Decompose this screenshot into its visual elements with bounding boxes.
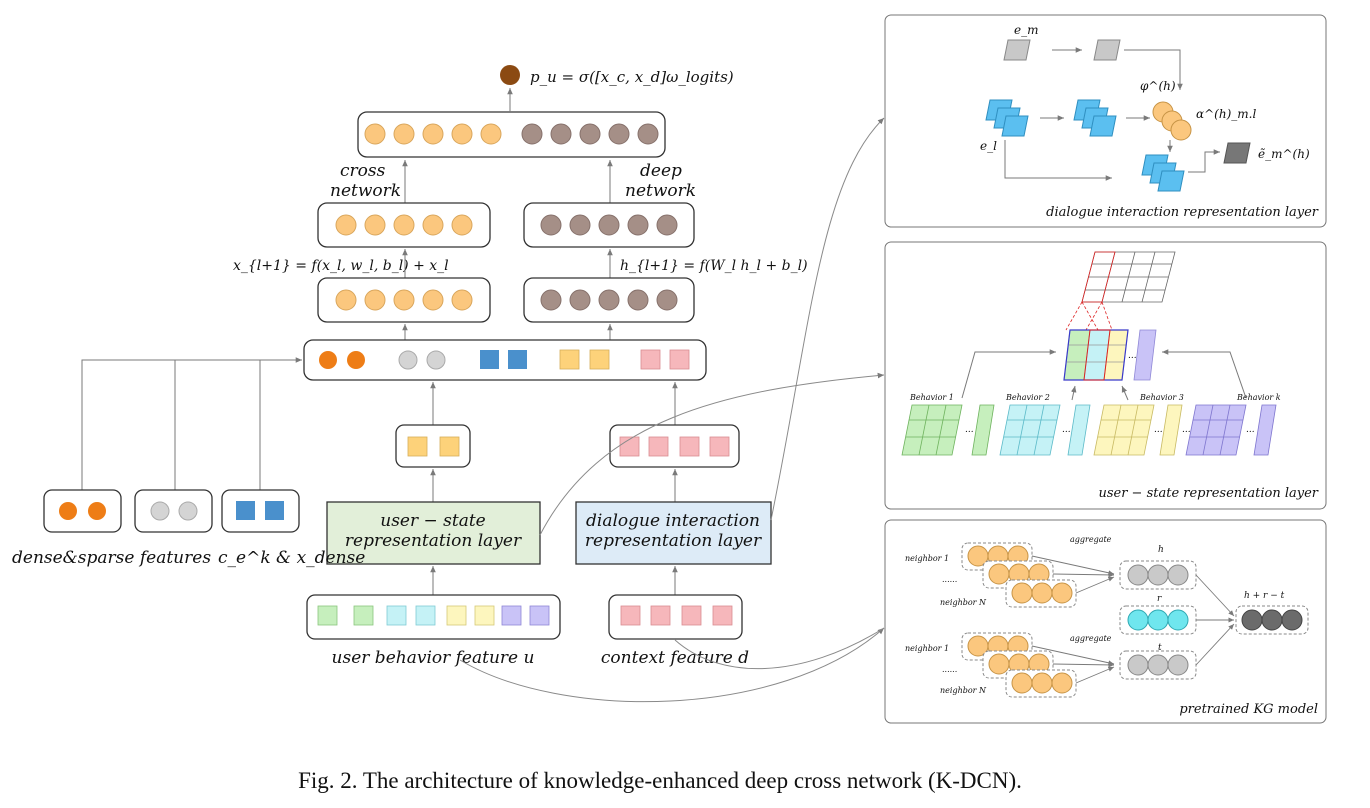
user-state-embedding xyxy=(395,424,471,468)
deep-layer-1-nodes xyxy=(540,289,678,311)
output-node xyxy=(500,65,520,85)
embedding-layer-items xyxy=(319,349,690,370)
kg-hrt: h + r − t xyxy=(1244,591,1285,601)
dense-sparse-label: dense&sparse features xyxy=(12,548,211,568)
behavior-2-label: Behavior 2 xyxy=(1005,393,1050,402)
ce-feature-box xyxy=(221,489,300,533)
context-feature-label: context feature d xyxy=(601,648,749,668)
panel-connectors xyxy=(459,117,885,703)
panel-dialogue-em: e_m xyxy=(1014,23,1038,37)
kg-neighbors-top xyxy=(961,542,1077,608)
panel-kg-caption: pretrained KG model xyxy=(1179,702,1318,717)
svg-text:...: ... xyxy=(1246,425,1255,435)
svg-text:...: ... xyxy=(1062,425,1071,435)
behavior-gap-dots: ... xyxy=(1182,425,1191,435)
output-formula: p_u = σ([x_c, x_d]ω_logits) xyxy=(530,68,734,86)
kg-h: h xyxy=(1158,545,1164,555)
dense-feature-box xyxy=(43,489,122,533)
deep-formula: h_{l+1} = f(W_l h_l + b_l) xyxy=(620,258,808,274)
cross-layer-1-nodes xyxy=(335,289,473,311)
feature-feed-lines xyxy=(81,357,302,490)
panel-dialogue-mid-stack xyxy=(1073,99,1117,137)
panel-user-state-caption: user − state representation layer xyxy=(1098,486,1318,501)
user-state-label-1: user − state xyxy=(380,511,486,531)
cross-layer-2-nodes xyxy=(335,214,473,236)
kg-neighbor1-bottom: neighbor 1 xyxy=(905,644,949,653)
behavior-k-grid: ... xyxy=(1185,404,1277,456)
cross-network-label-1: cross xyxy=(340,161,386,181)
dialogue-interaction-representation-layer xyxy=(575,501,772,565)
kg-neighborN-top: neighbor N xyxy=(940,598,987,607)
kg-dots-top: ...... xyxy=(942,575,957,584)
cross-formula: x_{l+1} = f(x_l, w_l, b_l) + x_l xyxy=(233,258,449,274)
behavior-3-label: Behavior 3 xyxy=(1139,393,1184,402)
panel-dialogue-alpha: α^(h)_m.l xyxy=(1196,107,1256,121)
deep-network-label-1: deep xyxy=(640,161,682,181)
user-state-representation-layer xyxy=(326,501,541,565)
panel-user-state-mid-grid: ... xyxy=(1063,329,1157,381)
dialogue-label-2: representation layer xyxy=(585,531,762,551)
panel-dialogue-em-tilde: ẽ_m^(h) xyxy=(1258,147,1310,161)
user-state-label-2: representation layer xyxy=(345,531,522,551)
deep-layer-2-nodes xyxy=(540,214,678,236)
ce-label: c_e^k & x_dense xyxy=(218,548,365,568)
context-feature-box xyxy=(608,594,743,640)
panel-dialogue-phi: φ^(h) xyxy=(1140,79,1176,93)
kg-aggregate-top: aggregate xyxy=(1070,535,1112,544)
svg-text:...: ... xyxy=(1154,425,1163,435)
context-squares xyxy=(620,605,733,626)
behavior-3-grid: ... xyxy=(1093,404,1183,456)
kg-aggregate-bottom: aggregate xyxy=(1070,634,1112,643)
dialogue-label-1: dialogue interaction xyxy=(586,511,760,531)
figure-caption: Fig. 2. The architecture of knowledge-en… xyxy=(298,768,1022,793)
svg-text:...: ... xyxy=(1128,351,1137,361)
dialogue-embedding xyxy=(609,424,740,468)
kg-neighbor1-top: neighbor 1 xyxy=(905,554,949,563)
behavior-k-label: Behavior k xyxy=(1236,393,1281,402)
panel-dialogue-el: e_l xyxy=(980,139,997,153)
kg-dots-bottom: ...... xyxy=(942,665,957,674)
combined-output-layer xyxy=(357,111,666,158)
behavior-1-grid: ... xyxy=(901,404,995,456)
kg-r: r xyxy=(1157,594,1162,604)
user-behavior-label: user behavior feature u xyxy=(332,648,535,668)
panel-dialogue-caption: dialogue interaction representation laye… xyxy=(1046,205,1319,220)
sparse-feature-box xyxy=(134,489,213,533)
kg-neighborN-bottom: neighbor N xyxy=(940,686,987,695)
panel-dialogue-attention xyxy=(1152,101,1192,141)
svg-text:...: ... xyxy=(965,425,974,435)
panel-user-state-top-grid xyxy=(1065,251,1176,331)
panel-dialogue-el-stack xyxy=(985,99,1029,137)
behavior-2-grid: ... xyxy=(999,404,1091,456)
panel-dialogue-out-stack xyxy=(1141,154,1185,192)
kg-t: t xyxy=(1158,643,1162,653)
kg-neighbors-bottom xyxy=(961,632,1077,698)
behavior-1-label: Behavior 1 xyxy=(909,393,954,402)
cross-network-label-2: network xyxy=(330,181,401,201)
user-behavior-squares xyxy=(317,605,550,626)
combined-output-nodes xyxy=(364,123,659,145)
deep-network-label-2: network xyxy=(625,181,696,201)
